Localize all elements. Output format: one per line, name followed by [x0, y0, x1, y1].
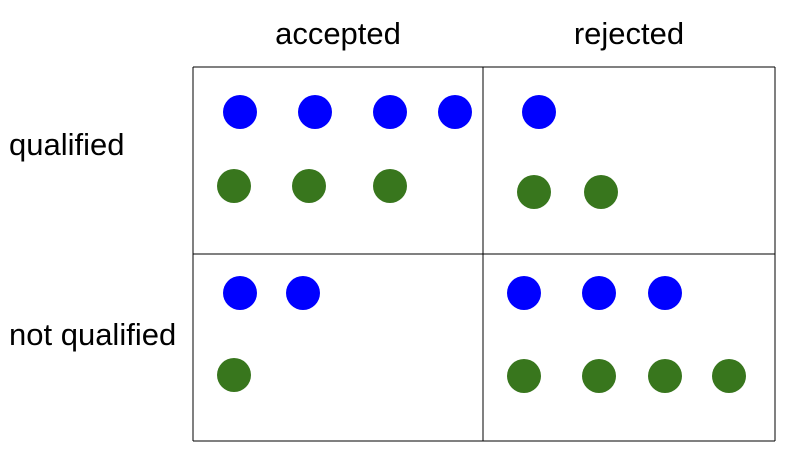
blue-dot — [522, 95, 556, 129]
blue-dot — [582, 276, 616, 310]
blue-dot — [373, 95, 407, 129]
green-dot — [582, 359, 616, 393]
green-dot — [507, 359, 541, 393]
blue-dot — [223, 276, 257, 310]
green-dot — [217, 169, 251, 203]
green-dot — [373, 169, 407, 203]
green-dot — [217, 358, 251, 392]
grid-lines — [192, 66, 776, 442]
blue-dot — [298, 95, 332, 129]
green-dot — [712, 359, 746, 393]
green-dot — [584, 175, 618, 209]
green-dot — [517, 175, 551, 209]
column-header-accepted: accepted — [275, 16, 401, 51]
row-header-qualified: qualified — [9, 127, 125, 162]
blue-dot — [223, 95, 257, 129]
green-dot — [648, 359, 682, 393]
green-dot — [292, 169, 326, 203]
dots — [217, 95, 746, 393]
row-header-not-qualified: not qualified — [9, 317, 177, 352]
blue-dot — [507, 276, 541, 310]
blue-dot — [648, 276, 682, 310]
column-header-rejected: rejected — [573, 16, 685, 51]
blue-dot — [286, 276, 320, 310]
blue-dot — [438, 95, 472, 129]
